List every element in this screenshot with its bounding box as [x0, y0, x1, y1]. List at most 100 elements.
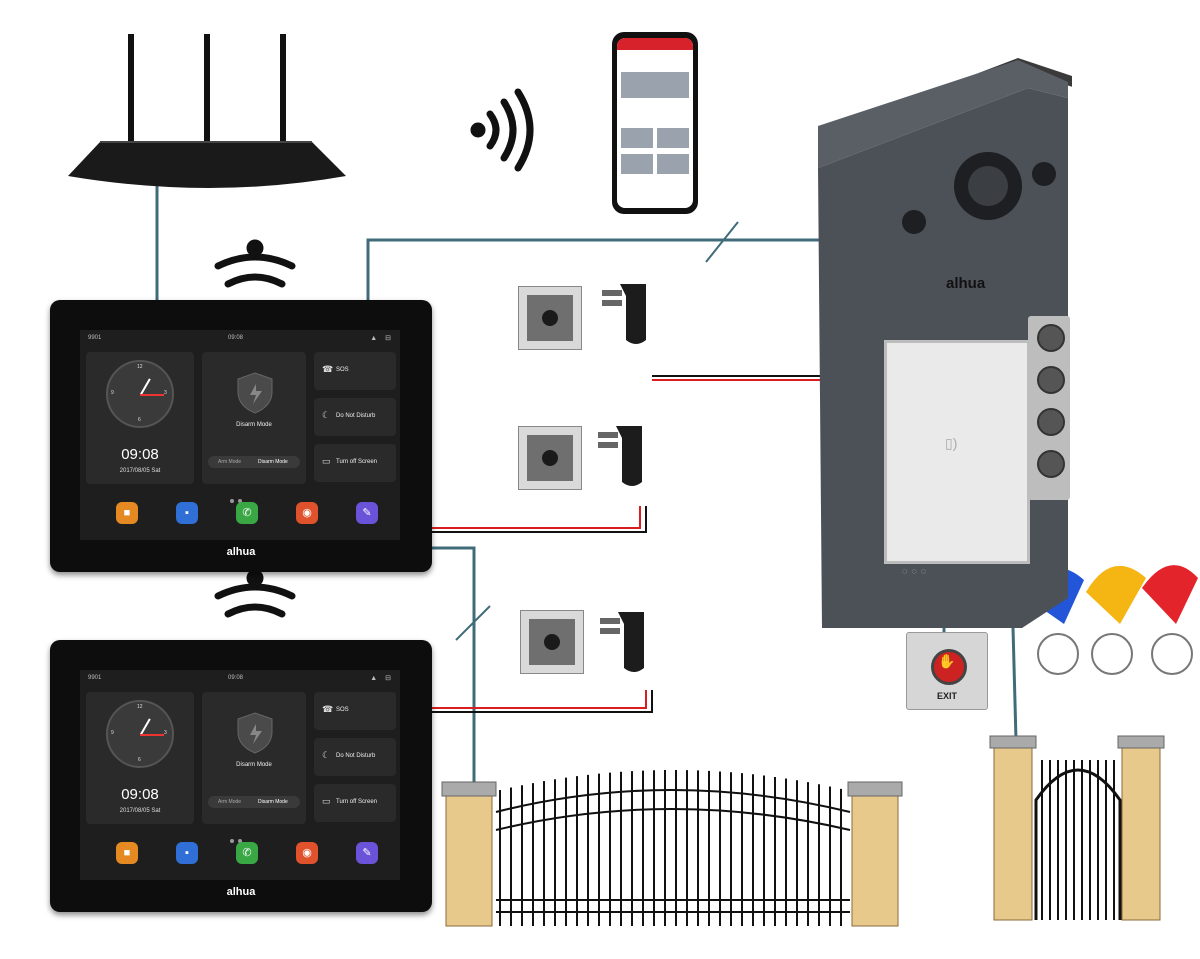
status-indicator-icons: ◌◌◌ — [902, 566, 931, 576]
disarm-mode-option[interactable]: Disarm Mode — [258, 799, 288, 805]
monitor-screen: 9901 09:08 ▲ ⊟ 12 3 6 9 09:08 2017/08/05… — [80, 330, 400, 540]
card-reader-area[interactable]: ▯) — [884, 340, 1030, 564]
camera-thumbnail — [657, 128, 689, 148]
call-button[interactable] — [1037, 408, 1065, 436]
clock-number: 9 — [111, 730, 114, 736]
screen-off-icon: ▭ — [322, 796, 331, 806]
arm-mode-option[interactable]: Arm Mode — [218, 459, 242, 465]
clock-widget[interactable]: 12 3 6 9 09:08 2017/08/05 Sat — [86, 352, 194, 484]
panel-brand-logo: alhua — [946, 275, 986, 292]
shield-icon — [237, 712, 273, 754]
camera-app-icon[interactable]: ■ — [116, 842, 138, 864]
moon-icon: ☾ — [322, 750, 331, 760]
arm-mode-option[interactable]: Arm Mode — [218, 799, 242, 805]
hand-icon: ✋ — [938, 653, 956, 669]
message-app-icon[interactable]: ▪ — [176, 842, 198, 864]
indoor-monitor: 9901 09:08 ▲ ⊟ 12 3 6 9 09:08 2017/08/05… — [50, 300, 432, 572]
exit-button-red[interactable] — [931, 649, 967, 685]
call-button[interactable] — [1037, 324, 1065, 352]
status-time: 09:08 — [228, 675, 244, 681]
power-wire-black — [432, 690, 653, 713]
power-wire-red — [432, 690, 647, 709]
sos-button[interactable]: ☎ SOS — [314, 352, 396, 390]
monitor-brand-logo: alhua — [226, 886, 256, 898]
clock-number: 12 — [137, 364, 143, 370]
alert-icon: ▲ ⊟ — [370, 675, 394, 682]
message-app-icon[interactable]: ▪ — [176, 502, 198, 524]
alarm-app-icon[interactable]: ◉ — [296, 502, 318, 524]
sos-icon: ☎ — [322, 704, 334, 714]
sos-label: SOS — [336, 707, 349, 713]
power-adapter-icon — [598, 426, 642, 486]
call-button[interactable] — [1037, 366, 1065, 394]
settings-app-icon[interactable]: ✎ — [356, 502, 378, 524]
do-not-disturb-button[interactable]: ☾ Do Not Disturb — [314, 398, 396, 436]
power-socket-icon — [518, 286, 582, 350]
screen-off-icon: ▭ — [322, 456, 331, 466]
wicket-gate-icon — [989, 735, 1165, 921]
rfid-icon: ▯) — [945, 435, 958, 451]
wifi-icon — [214, 569, 296, 618]
camera-thumbnail — [621, 154, 653, 174]
wifi-icon — [214, 239, 296, 288]
clock-date: 2017/08/05 Sat — [119, 468, 161, 474]
power-wire-black — [432, 506, 647, 533]
power-socket-icon — [518, 426, 582, 490]
exit-label: EXIT — [936, 691, 957, 701]
mode-switch[interactable]: Arm Mode Disarm Mode — [208, 796, 300, 808]
security-widget[interactable]: Disarm Mode Arm Mode Disarm Mode — [202, 352, 306, 484]
clock-icon: 12 3 6 9 — [106, 360, 174, 428]
do-not-disturb-button[interactable]: ☾ Do Not Disturb — [314, 738, 396, 776]
router-icon — [68, 34, 346, 188]
room-number: 9901 — [88, 675, 102, 681]
monitor-brand-logo: alhua — [226, 546, 256, 558]
alert-icon: ▲ ⊟ — [370, 335, 394, 342]
clock-time: 09:08 — [121, 786, 159, 803]
clock-date: 2017/08/05 Sat — [119, 808, 161, 814]
page-indicator — [230, 490, 250, 503]
call-button[interactable] — [1037, 450, 1065, 478]
clock-number: 6 — [138, 757, 141, 763]
status-time: 09:08 — [228, 335, 244, 341]
turn-off-screen-label: Turn off Screen — [336, 459, 378, 465]
camera-thumbnail — [621, 128, 653, 148]
clock-icon: 12 3 6 9 — [106, 700, 174, 768]
app-header — [617, 38, 693, 50]
mode-switch[interactable]: Arm Mode Disarm Mode — [208, 456, 300, 468]
status-bar: 9901 09:08 ▲ ⊟ — [80, 330, 400, 346]
shield-icon — [237, 372, 273, 414]
turn-off-screen-button[interactable]: ▭ Turn off Screen — [314, 444, 396, 482]
wire-break-mark — [705, 221, 739, 263]
monitor-to-gate-wire — [432, 546, 476, 792]
sos-button[interactable]: ☎ SOS — [314, 692, 396, 730]
power-socket-icon — [520, 610, 584, 674]
sos-label: SOS — [336, 367, 349, 373]
clock-number: 3 — [164, 730, 167, 736]
smartphone-screen — [617, 38, 693, 208]
call-app-icon[interactable]: ✆ — [236, 842, 258, 864]
smartphone-icon — [612, 32, 698, 214]
clock-number: 6 — [138, 417, 141, 423]
call-app-icon[interactable]: ✆ — [236, 502, 258, 524]
wifi-icon — [470, 88, 534, 172]
settings-app-icon[interactable]: ✎ — [356, 842, 378, 864]
clock-widget[interactable]: 12 3 6 9 09:08 2017/08/05 Sat — [86, 692, 194, 824]
status-bar: 9901 09:08 ▲ ⊟ — [80, 670, 400, 686]
camera-thumbnail — [621, 72, 689, 98]
clock-time: 09:08 — [121, 446, 159, 463]
security-status: Disarm Mode — [236, 762, 272, 768]
monitor-screen: 9901 09:08 ▲ ⊟ 12 3 6 9 09:08 2017/08/05… — [80, 670, 400, 880]
do-not-disturb-label: Do Not Disturb — [336, 753, 376, 759]
camera-app-icon[interactable]: ■ — [116, 502, 138, 524]
disarm-mode-option[interactable]: Disarm Mode — [258, 459, 288, 465]
security-widget[interactable]: Disarm Mode Arm Mode Disarm Mode — [202, 692, 306, 824]
turn-off-screen-button[interactable]: ▭ Turn off Screen — [314, 784, 396, 822]
page-indicator — [230, 830, 250, 843]
sos-icon: ☎ — [322, 364, 334, 374]
exit-button-icon[interactable]: ✋ EXIT — [906, 632, 988, 710]
alarm-app-icon[interactable]: ◉ — [296, 842, 318, 864]
power-wire-red — [432, 506, 641, 529]
turn-off-screen-label: Turn off Screen — [336, 799, 378, 805]
camera-thumbnail — [657, 154, 689, 174]
